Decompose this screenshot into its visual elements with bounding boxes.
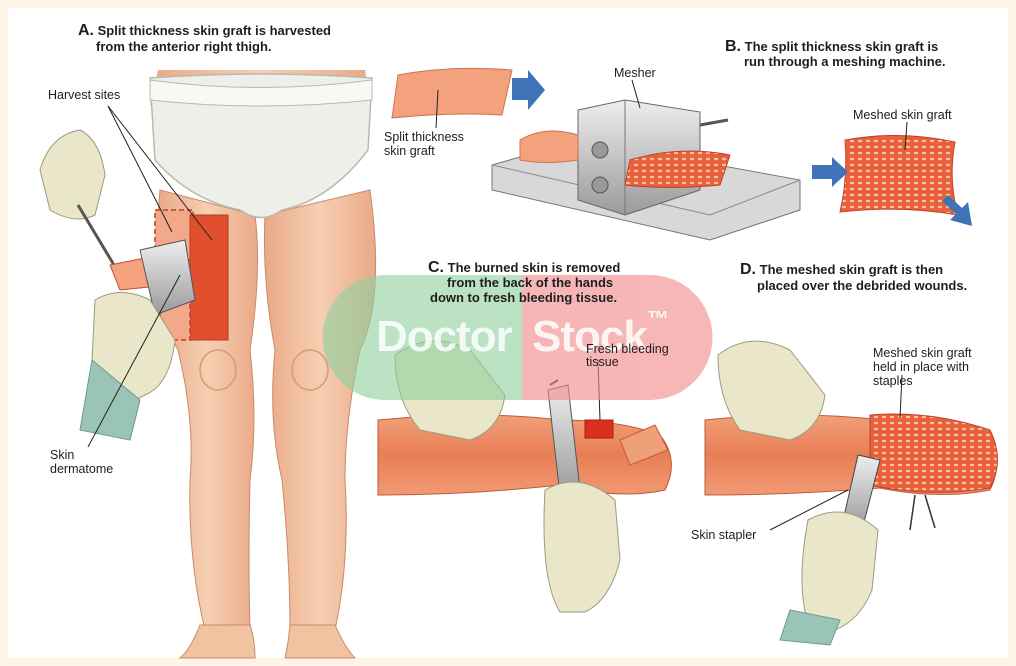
split-graft-sheet	[392, 68, 512, 128]
step-d-letter: D.	[740, 261, 756, 278]
step-c-line1: The burned skin is removed	[448, 260, 621, 275]
label-meshed-held-2: held in place with	[873, 360, 969, 374]
step-c-heading: C. The burned skin is removed	[428, 261, 620, 275]
watermark-word-1: Doctor	[376, 312, 512, 362]
label-fresh-bleeding-1: Fresh bleeding	[586, 342, 669, 356]
step-d-heading: D. The meshed skin graft is then	[740, 263, 943, 277]
step-a-letter: A.	[78, 22, 94, 39]
step-a-heading: A. Split thickness skin graft is harvest…	[78, 24, 331, 38]
step-b-line1: The split thickness skin graft is	[745, 39, 939, 54]
arrow-into-mesh	[812, 157, 848, 187]
step-d-line2: placed over the debrided wounds.	[757, 279, 967, 293]
label-skin-dermatome-1: Skin	[50, 448, 74, 462]
meshed-graft	[840, 122, 958, 215]
step-b-letter: B.	[725, 38, 741, 55]
arm-grafted	[705, 341, 998, 645]
label-meshed-held-1: Meshed skin graft	[873, 346, 972, 360]
step-a-line2: from the anterior right thigh.	[96, 40, 272, 54]
mesher-machine	[492, 80, 800, 240]
step-c-line3: down to fresh bleeding tissue.	[430, 291, 617, 305]
label-harvest-sites: Harvest sites	[48, 88, 120, 102]
step-b-heading: B. The split thickness skin graft is	[725, 40, 938, 54]
label-meshed-graft: Meshed skin graft	[853, 108, 952, 122]
arrow-to-mesher	[512, 70, 545, 110]
label-skin-dermatome-2: dermatome	[50, 462, 113, 476]
watermark-tm: ™	[647, 306, 668, 332]
label-split-graft-1: Split thickness	[384, 130, 464, 144]
step-c-line2: from the back of the hands	[447, 276, 613, 290]
label-skin-stapler: Skin stapler	[691, 528, 756, 542]
label-split-graft-2: skin graft	[384, 144, 435, 158]
label-meshed-held-3: staples	[873, 374, 913, 388]
step-c-letter: C.	[428, 259, 444, 276]
step-d-line1: The meshed skin graft is then	[760, 262, 944, 277]
step-b-line2: run through a meshing machine.	[744, 55, 946, 69]
label-fresh-bleeding-2: tissue	[586, 355, 619, 369]
label-mesher: Mesher	[614, 66, 656, 80]
step-a-line1: Split thickness skin graft is harvested	[98, 23, 331, 38]
